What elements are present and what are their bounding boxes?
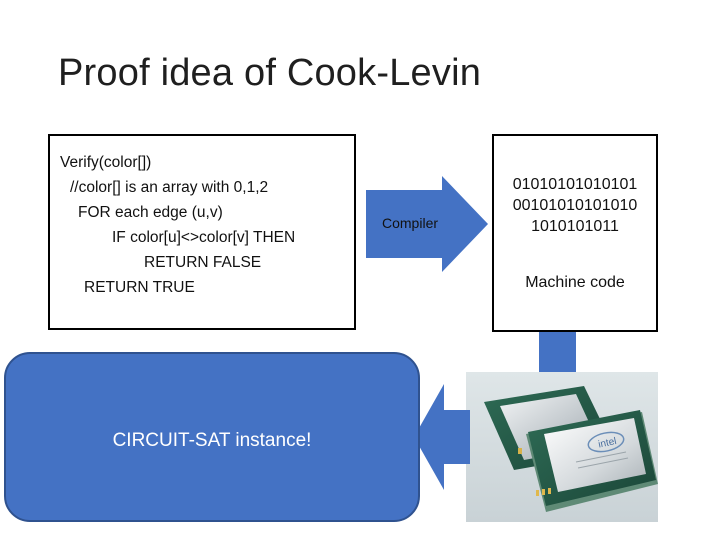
compiler-arrow	[366, 176, 488, 272]
circuit-sat-label: CIRCUIT-SAT instance!	[112, 430, 312, 451]
cpu-chip-image: intel	[466, 372, 658, 522]
code-line-4: IF color[u]<>color[v] THEN	[112, 229, 296, 246]
code-box: Verify(color[]) //color[] is an array wi…	[48, 134, 356, 330]
machine-code-box: 01010101010101 00101010101010 1010101011…	[492, 134, 658, 332]
machine-code-label: Machine code	[525, 274, 625, 291]
slide-title: Proof idea of Cook-Levin	[58, 52, 482, 94]
compiler-label: Compiler	[382, 215, 439, 231]
machine-code-bits: 01010101010101 00101010101010 1010101011	[494, 174, 656, 237]
code-line-2: //color[] is an array with 0,1,2	[70, 179, 269, 196]
code-line-3: FOR each edge (u,v)	[78, 204, 223, 221]
compiler-arrow-shape	[366, 176, 488, 272]
code-line-1: Verify(color[])	[60, 154, 152, 171]
bits-line-2: 00101010101010	[512, 197, 638, 214]
to-circuit-sat-arrow	[414, 384, 470, 490]
left-arrow-shape	[414, 384, 470, 490]
bits-line-1: 01010101010101	[512, 176, 638, 193]
circuit-sat-box: CIRCUIT-SAT instance!	[4, 352, 420, 522]
code-line-6: RETURN TRUE	[84, 279, 195, 296]
bits-line-3: 1010101011	[531, 218, 619, 235]
cpu-brand-logo: intel	[597, 436, 617, 451]
code-line-5: RETURN FALSE	[144, 254, 262, 271]
